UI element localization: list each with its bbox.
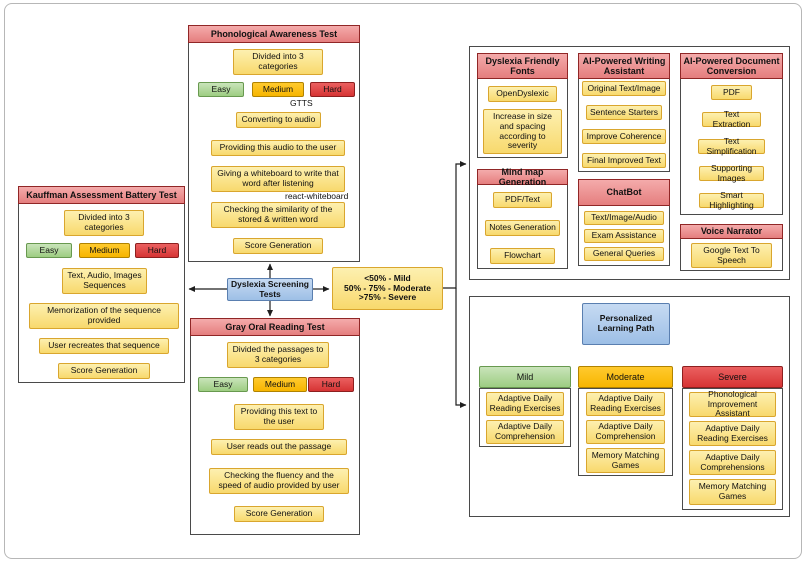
writing-coherence-node: Improve Coherence — [582, 129, 666, 144]
docconv-pdf-node: PDF — [711, 85, 752, 100]
phonological-score-node: Score Generation — [233, 238, 323, 254]
kauffman-divided-node: Divided into 3 categories — [64, 210, 144, 236]
mild-reading-node: Adaptive Daily Reading Exercises — [486, 392, 564, 416]
severe-phonological-node: Phonological Improvement Assistant — [689, 389, 776, 418]
mild-header: Mild — [479, 366, 571, 388]
opendyslexic-node: OpenDyslexic — [488, 86, 557, 102]
dyslexia-screening-tests-node: Dyslexia Screening Tests — [227, 278, 313, 301]
severe-memory-node: Memory Matching Games — [689, 479, 776, 505]
moderate-header: Moderate — [578, 366, 673, 388]
gray-oral-hard-node: Hard — [308, 377, 354, 392]
gray-oral-score-node: Score Generation — [234, 506, 324, 522]
kauffman-medium-node: Medium — [79, 243, 130, 258]
docconv-extraction-node: Text Extraction — [702, 109, 761, 128]
docconv-images-node: Supporting Images — [699, 163, 764, 182]
severe-header: Severe — [682, 366, 783, 388]
chatbot-text-image-audio-node: Text/Image/Audio — [584, 211, 664, 225]
moderate-memory-node: Memory Matching Games — [586, 448, 665, 473]
gtts-edge-label: GTTS — [290, 98, 313, 108]
kauffman-test-title: Kauffman Assessment Battery Test — [18, 186, 185, 204]
gray-oral-fluency-node: Checking the fluency and the speed of au… — [209, 468, 349, 494]
personalized-learning-path-node: Personalized Learning Path — [582, 303, 670, 345]
chatbot-exam-node: Exam Assistance — [584, 229, 664, 243]
phonological-providing-node: Providing this audio to the user — [211, 140, 345, 156]
writing-final-node: Final Improved Text — [582, 153, 666, 168]
severe-reading-node: Adaptive Daily Reading Exercises — [689, 421, 776, 446]
kauffman-sequences-node: Text, Audio, Images Sequences — [62, 268, 147, 294]
size-spacing-node: Increase in size and spacing according t… — [483, 109, 562, 154]
react-whiteboard-edge-label: react-whiteboard — [285, 191, 349, 201]
writing-assistant-title: AI-Powered Writing Assistant — [578, 53, 670, 79]
voice-narrator-title: Voice Narrator — [680, 224, 783, 239]
writing-original-node: Original Text/Image — [582, 81, 666, 96]
docconv-highlighting-node: Smart Highlighting — [699, 190, 764, 209]
chatbot-queries-node: General Queries — [584, 247, 664, 261]
phonological-medium-node: Medium — [252, 82, 304, 97]
phonological-hard-node: Hard — [310, 82, 355, 97]
doc-conversion-container — [680, 53, 783, 215]
kauffman-hard-node: Hard — [135, 243, 179, 258]
phonological-divided-node: Divided into 3 categories — [233, 49, 323, 75]
phonological-converting-node: Converting to audio — [236, 112, 321, 128]
kauffman-memorization-node: Memorization of the sequence provided — [29, 303, 179, 329]
gray-oral-test-title: Gray Oral Reading Test — [190, 318, 360, 336]
kauffman-easy-node: Easy — [26, 243, 72, 258]
mindmap-title: Mind map Generation — [477, 167, 568, 187]
severe-comprehensions-node: Adaptive Daily Comprehensions — [689, 450, 776, 475]
moderate-comprehension-node: Adaptive Daily Comprehension — [586, 420, 665, 444]
gray-oral-easy-node: Easy — [198, 377, 248, 392]
mindmap-notes-node: Notes Generation — [485, 220, 560, 236]
severity-legend-node: <50% - Mild 50% - 75% - Moderate >75% - … — [332, 267, 443, 310]
gray-oral-medium-node: Medium — [253, 377, 307, 392]
gray-oral-reads-node: User reads out the passage — [211, 439, 347, 455]
doc-conversion-title: AI-Powered Document Conversion — [680, 53, 783, 79]
phonological-checking-node: Checking the similarity of the stored & … — [211, 202, 345, 228]
mindmap-flowchart-node: Flowchart — [490, 248, 555, 264]
phonological-easy-node: Easy — [198, 82, 244, 97]
writing-starters-node: Sentence Starters — [586, 105, 662, 120]
kauffman-recreates-node: User recreates that sequence — [39, 338, 169, 354]
voice-gtts-node: Google Text To Speech — [691, 243, 772, 268]
mindmap-pdf-text-node: PDF/Text — [493, 192, 552, 208]
moderate-reading-node: Adaptive Daily Reading Exercises — [586, 392, 665, 416]
mild-comprehension-node: Adaptive Daily Comprehension — [486, 420, 564, 444]
docconv-simplification-node: Text Simplification — [698, 136, 765, 155]
chatbot-title: ChatBot — [578, 179, 670, 206]
gray-oral-providing-node: Providing this text to the user — [234, 404, 324, 430]
phonological-whiteboard-node: Giving a whiteboard to write that word a… — [211, 166, 345, 192]
gray-oral-divided-node: Divided the passages to 3 categories — [227, 342, 329, 368]
phonological-test-title: Phonological Awareness Test — [188, 25, 360, 43]
dyslexia-fonts-title: Dyslexia Friendly Fonts — [477, 53, 568, 79]
kauffman-score-node: Score Generation — [58, 363, 150, 379]
